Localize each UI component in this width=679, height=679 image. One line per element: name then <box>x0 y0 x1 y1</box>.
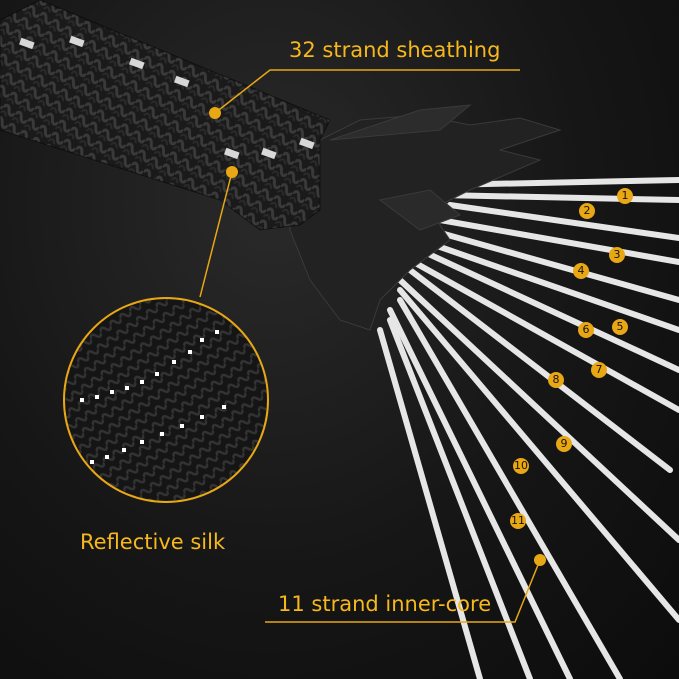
leader-dots <box>209 107 546 566</box>
strand-number-6: 6 <box>578 322 594 338</box>
leader-lines <box>199 69 541 623</box>
inner-core-strands <box>377 177 679 679</box>
zoom-circle-outline <box>63 297 269 503</box>
strand-number-9: 9 <box>556 436 572 452</box>
reflective-dashes <box>19 35 315 160</box>
strand-number-5: 5 <box>612 319 628 335</box>
strand-number-11: 11 <box>510 513 526 529</box>
strand-number-8: 8 <box>548 372 564 388</box>
reflective-label: Reflective silk <box>80 530 226 554</box>
braided-sheath <box>0 0 330 230</box>
core-label: 11 strand inner-core <box>278 592 492 616</box>
strand-number-4: 4 <box>573 263 589 279</box>
strand-number-2: 2 <box>579 203 595 219</box>
strand-number-1: 1 <box>617 188 633 204</box>
strand-number-10: 10 <box>513 458 529 474</box>
sheathing-label: 32 strand sheathing <box>289 38 501 62</box>
strand-number-7: 7 <box>591 362 607 378</box>
frayed-fibers <box>289 104 562 331</box>
zoom-detail <box>64 298 268 502</box>
strand-number-3: 3 <box>609 247 625 263</box>
